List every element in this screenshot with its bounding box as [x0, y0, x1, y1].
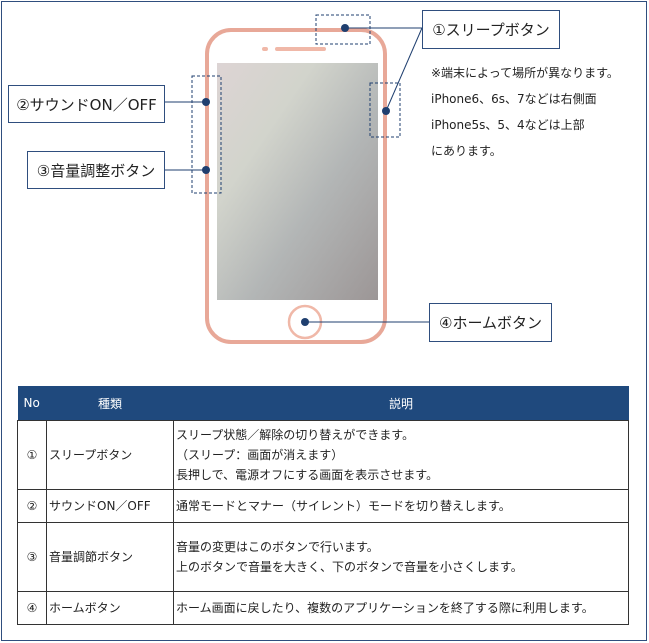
note-line: iPhone6、6s、7などは右側面: [431, 92, 597, 106]
row-kind: スリープボタン: [46, 420, 174, 490]
phone-camera: [262, 47, 268, 51]
sleep-area-right: [369, 82, 401, 138]
sleep-dot-top: [341, 24, 349, 32]
note-line: iPhone5s、5、4などは上部: [431, 118, 585, 132]
desc-line: 音量の変更はこのボタンで行います。: [176, 540, 379, 554]
label-sound-switch: ②サウンドON／OFF: [8, 85, 165, 123]
label-sleep-button: ①スリープボタン: [422, 10, 560, 49]
row-kind: サウンドON／OFF: [46, 489, 174, 523]
phone-speaker: [275, 47, 326, 51]
row-desc: 音量の変更はこのボタンで行います。上のボタンで音量を大きく、下のボタンで音量を小…: [173, 522, 629, 592]
row-no: ④: [17, 591, 47, 625]
desc-line: ホーム画面に戻したり、複数のアプリケーションを終了する際に利用します。: [176, 601, 594, 615]
table-row: ③ 音量調節ボタン 音量の変更はこのボタンで行います。上のボタンで音量を大きく、…: [17, 522, 629, 592]
note-line: ※端末によって場所が異なります。: [431, 66, 619, 80]
table-header: No 種類 説明: [17, 386, 629, 421]
phone-screen: [217, 63, 378, 300]
phone-diagram: [165, 14, 429, 344]
desc-line: 上のボタンで音量を大きく、下のボタンで音量を小さくします。: [176, 560, 523, 574]
row-desc: ホーム画面に戻したり、複数のアプリケーションを終了する際に利用します。: [173, 591, 629, 625]
desc-line: （スリープ：画面が消えます）: [176, 448, 344, 462]
note-line: にあります。: [431, 144, 502, 158]
sleep-dot-right: [382, 107, 390, 115]
header-no: No: [17, 386, 47, 421]
side-buttons-area: [191, 75, 222, 194]
row-no: ①: [17, 420, 47, 490]
row-no: ②: [17, 489, 47, 523]
row-kind: 音量調節ボタン: [46, 522, 174, 592]
desc-line: 通常モードとマナー（サイレント）モードを切り替えします。: [176, 499, 511, 513]
home-dot: [301, 318, 309, 326]
row-kind: ホームボタン: [46, 591, 174, 625]
sound-dot: [202, 98, 210, 106]
header-kind: 種類: [46, 386, 174, 421]
table-row: ④ ホームボタン ホーム画面に戻したり、複数のアプリケーションを終了する際に利用…: [17, 591, 629, 625]
desc-line: 長押しで、電源オフにする画面を表示させます。: [176, 468, 439, 482]
label-home-button: ④ホームボタン: [429, 303, 552, 342]
volume-dot: [202, 166, 210, 174]
header-desc: 説明: [173, 386, 629, 421]
table-row: ② サウンドON／OFF 通常モードとマナー（サイレント）モードを切り替えします…: [17, 489, 629, 523]
desc-line: スリープ状態／解除の切り替えができます。: [176, 428, 415, 442]
row-desc: 通常モードとマナー（サイレント）モードを切り替えします。: [173, 489, 629, 523]
label-volume-buttons: ③音量調整ボタン: [27, 151, 165, 189]
row-desc: スリープ状態／解除の切り替えができます。 （スリープ：画面が消えます） 長押しで、電…: [173, 420, 629, 490]
row-no: ③: [17, 522, 47, 592]
buttons-table: No 種類 説明 ① スリープボタン スリープ状態／解除の切り替えができます。 （…: [17, 386, 629, 625]
sleep-area-top: [315, 14, 371, 45]
table-row: ① スリープボタン スリープ状態／解除の切り替えができます。 （スリープ：画面が消…: [17, 420, 629, 490]
